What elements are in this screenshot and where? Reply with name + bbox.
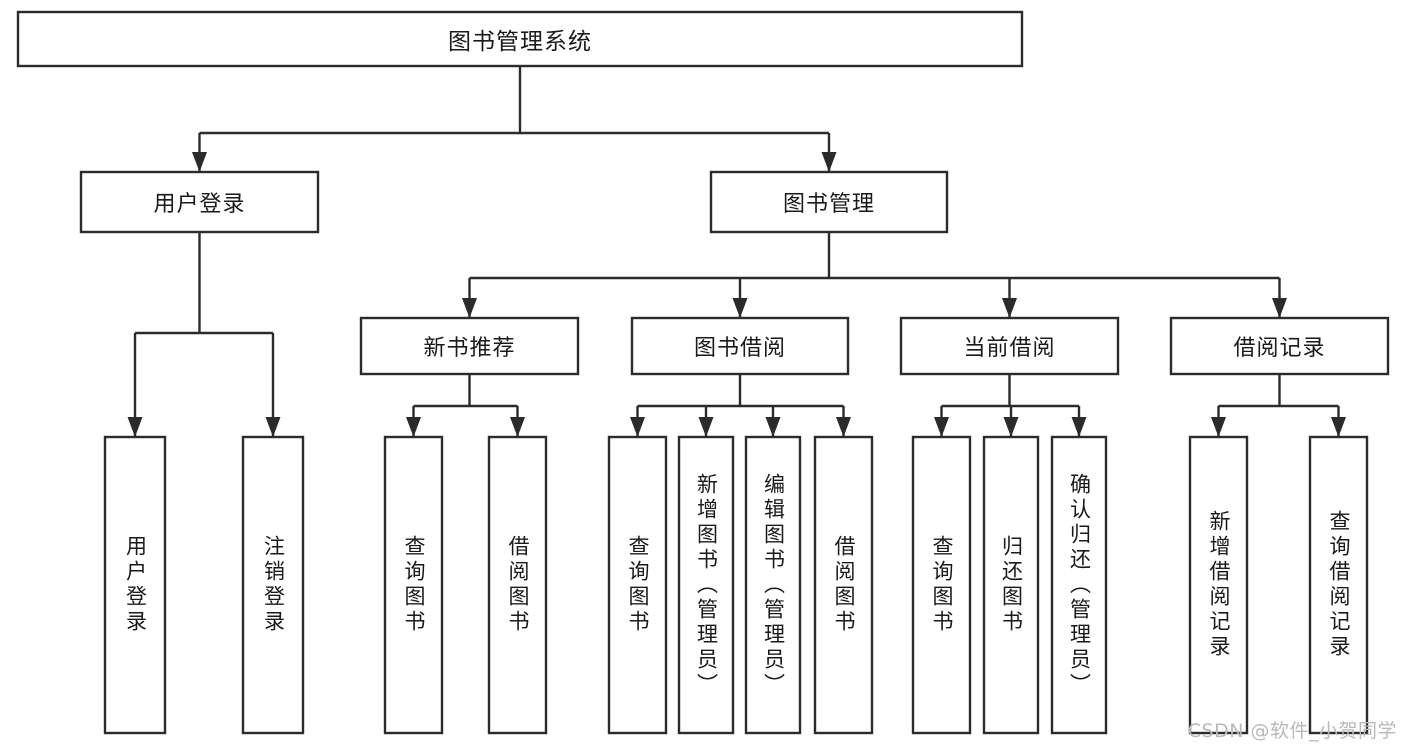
node-box-leaf-5[interactable] bbox=[677, 435, 735, 735]
node-box-leaf-0[interactable] bbox=[103, 435, 167, 735]
arrow-head-icon bbox=[1003, 417, 1019, 437]
node-box-level3-3[interactable] bbox=[1169, 316, 1390, 376]
node-box-leaf-11[interactable] bbox=[1188, 435, 1249, 735]
node-box-level2-0[interactable] bbox=[79, 170, 320, 234]
arrow-head-icon bbox=[1002, 298, 1017, 318]
arrow-head-icon bbox=[765, 417, 781, 437]
arrow-head-icon bbox=[127, 417, 143, 437]
node-box-root-0[interactable] bbox=[16, 10, 1024, 68]
arrow-head-icon bbox=[698, 417, 714, 437]
arrow-head-icon bbox=[934, 417, 949, 437]
arrow-head-icon bbox=[732, 298, 748, 318]
arrow-head-icon bbox=[821, 152, 837, 172]
arrow-head-icon bbox=[462, 298, 477, 318]
arrow-head-icon bbox=[1331, 417, 1346, 437]
node-box-leaf-10[interactable] bbox=[1050, 435, 1108, 735]
arrow-head-icon bbox=[510, 417, 525, 437]
node-box-leaf-3[interactable] bbox=[487, 435, 548, 735]
node-box-leaf-7[interactable] bbox=[813, 435, 874, 735]
arrow-head-icon bbox=[1211, 417, 1226, 437]
node-box-level3-2[interactable] bbox=[899, 316, 1120, 376]
node-box-leaf-8[interactable] bbox=[911, 435, 972, 735]
arrow-head-icon bbox=[406, 417, 421, 437]
node-box-leaf-2[interactable] bbox=[383, 435, 444, 735]
node-box-level3-0[interactable] bbox=[359, 316, 580, 376]
node-box-leaf-1[interactable] bbox=[241, 435, 305, 735]
node-box-leaf-9[interactable] bbox=[982, 435, 1040, 735]
arrow-head-icon bbox=[836, 417, 851, 437]
node-box-level2-1[interactable] bbox=[709, 170, 949, 234]
node-box-leaf-12[interactable] bbox=[1308, 435, 1369, 735]
node-box-leaf-4[interactable] bbox=[607, 435, 668, 735]
arrow-head-icon bbox=[630, 417, 645, 437]
arrow-head-icon bbox=[192, 152, 207, 172]
boxes-layer bbox=[16, 10, 1390, 735]
node-box-level3-1[interactable] bbox=[630, 316, 850, 376]
arrow-head-icon bbox=[1272, 298, 1287, 318]
arrow-head-icon bbox=[1071, 417, 1087, 437]
watermark-text: CSDN @软件_小贺同学 bbox=[1187, 720, 1397, 742]
arrow-head-icon bbox=[265, 417, 281, 437]
node-box-leaf-6[interactable] bbox=[744, 435, 802, 735]
connectors-layer bbox=[127, 66, 1346, 437]
